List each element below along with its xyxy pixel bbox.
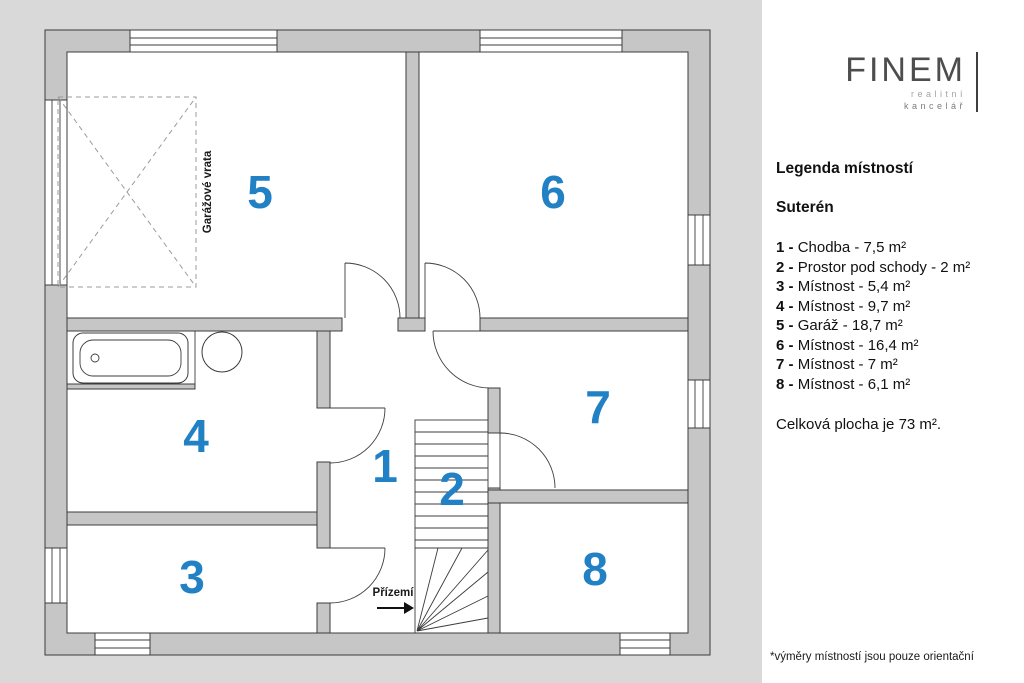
sink-icon: [201, 331, 243, 373]
legend-item-label: Místnost - 16,4 m²: [797, 336, 919, 354]
stairs-icon: [414, 419, 489, 634]
legend-item-label: Garáž - 18,7 m²: [797, 317, 903, 334]
logo-text: FINEM realitní kancelář: [845, 52, 966, 112]
legend-item: 2 - Prostor pod schody - 2 m²: [776, 258, 1016, 278]
door-arcs: [329, 262, 556, 604]
stairs-destination-label: Přízemí: [373, 587, 415, 599]
legend-list: 1 - Chodba - 7,5 m² 2 - Prostor pod scho…: [776, 238, 1016, 394]
legend-item-label: Místnost - 5,4 m²: [797, 278, 911, 295]
legend-item-number: 2 -: [776, 258, 794, 276]
legend-floor: Suterén: [776, 199, 834, 216]
door-arc-room5: [344, 262, 401, 319]
direction-arrow-icon: [377, 602, 414, 614]
windows: [44, 29, 711, 656]
room-number-1: 1: [372, 440, 398, 492]
info-panel: FINEM realitní kancelář Legenda místnost…: [762, 0, 1024, 683]
legend-title: Legenda místností: [776, 160, 913, 177]
door-arc-room6: [424, 262, 481, 319]
room-number-8: 8: [582, 543, 608, 595]
interior-walls: [66, 51, 689, 634]
bathtub-icon: [72, 331, 196, 384]
legend-item-number: 1 -: [776, 239, 794, 256]
legend-item-label: Chodba - 7,5 m²: [797, 239, 907, 256]
legend-item-number: 7 -: [776, 356, 794, 373]
legend-footnote: *výměry místností jsou pouze orientační: [770, 651, 974, 663]
legend-item: 6 - Místnost - 16,4 m²: [776, 336, 1016, 356]
room-number-4: 4: [183, 410, 209, 462]
door-arc-room4: [329, 407, 386, 464]
door-arc-room7: [499, 432, 556, 489]
room-number-5: 5: [247, 166, 273, 218]
legend: Legenda místností Suterén 1 - Chodba - 7…: [776, 160, 1016, 435]
legend-item: 8 - Místnost - 6,1 m²: [776, 375, 1016, 395]
legend-item: 1 - Chodba - 7,5 m²: [776, 238, 1016, 258]
legend-item: 7 - Místnost - 7 m²: [776, 355, 1016, 375]
room-number-2: 2: [439, 463, 465, 515]
logo-tagline-1: realitní: [910, 89, 966, 99]
legend-item: 4 - Místnost - 9,7 m²: [776, 297, 1016, 317]
legend-item-label: Místnost - 6,1 m²: [797, 375, 911, 393]
legend-item-label: Prostor pod schody - 2 m²: [797, 258, 971, 276]
finem-logo: FINEM realitní kancelář: [845, 52, 978, 112]
logo-tagline-2: kancelář: [903, 101, 966, 111]
legend-item-number: 8 -: [776, 375, 794, 393]
room-number-7: 7: [585, 381, 611, 433]
legend-item-number: 4 -: [776, 297, 794, 315]
logo-divider: [976, 52, 978, 112]
legend-total-area: Celková plocha je 73 m².: [776, 416, 942, 433]
door-arc-hall-nook: [432, 330, 491, 389]
room-number-3: 3: [179, 551, 205, 603]
room-number-6: 6: [540, 166, 566, 218]
garage-door-marking: [57, 96, 197, 288]
legend-item: 5 - Garáž - 18,7 m²: [776, 316, 1016, 336]
legend-item-number: 6 -: [776, 336, 794, 354]
legend-item: 3 - Místnost - 5,4 m²: [776, 277, 1016, 297]
garage-door-label: Garážové vrata: [202, 150, 214, 233]
floorplan-svg: 1 2 3 4 5 6 7 8 Garážové vrata Přízemí: [44, 29, 711, 656]
legend-item-number: 5 -: [776, 317, 794, 334]
logo-name: FINEM: [845, 51, 966, 89]
legend-item-number: 3 -: [776, 278, 794, 295]
door-arc-room3: [329, 547, 386, 604]
floorplan: 1 2 3 4 5 6 7 8 Garážové vrata Přízemí: [44, 29, 711, 656]
legend-item-label: Místnost - 7 m²: [797, 356, 898, 373]
legend-item-label: Místnost - 9,7 m²: [797, 297, 911, 315]
